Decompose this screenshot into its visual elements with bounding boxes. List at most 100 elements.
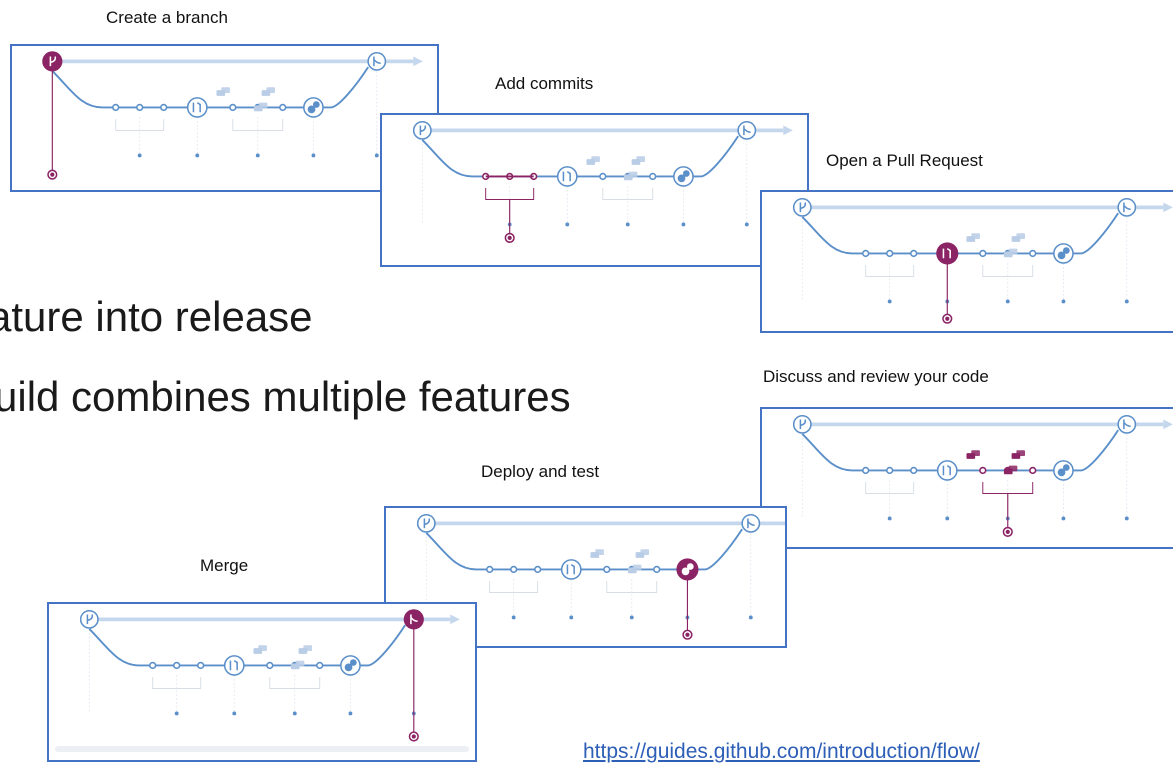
panel-add-commits xyxy=(380,113,809,267)
squirrel-tail xyxy=(349,659,357,666)
comment-icon xyxy=(253,102,268,112)
commit-node xyxy=(136,103,144,112)
pull-request-glyph xyxy=(229,660,238,671)
timeline-dot xyxy=(348,711,353,716)
comment-bubble-back xyxy=(595,549,604,556)
comment-bubble-back xyxy=(221,87,230,94)
step-label-deploy-test: Deploy and test xyxy=(481,462,600,481)
comment-bubble-back xyxy=(971,450,980,457)
highlight-target-dot xyxy=(685,632,690,637)
deploy-squirrel-icon xyxy=(303,97,324,118)
squirrel-tail xyxy=(682,170,690,177)
comment-bubble-back xyxy=(1016,233,1026,240)
timeline-dot xyxy=(748,615,753,620)
merge-glyph xyxy=(1123,419,1131,430)
deploy-squirrel-icon xyxy=(673,166,694,187)
step-label-discuss-review: Discuss and review your code xyxy=(763,367,989,386)
feature-branch-line xyxy=(801,429,1119,472)
branch-icon xyxy=(79,609,99,629)
branch-icon xyxy=(416,513,436,533)
pull-request-glyph xyxy=(942,465,951,476)
branch-glyph xyxy=(799,419,807,430)
branch-icon xyxy=(42,51,63,72)
commit-node xyxy=(862,249,870,258)
timeline-dot xyxy=(292,711,297,716)
panel-open-pull-request xyxy=(760,190,1173,333)
merge-glyph xyxy=(1123,202,1131,213)
timeline-dot xyxy=(255,153,260,158)
flow-diagram xyxy=(792,414,1173,537)
timeline-dot xyxy=(137,153,142,158)
comment-bubble-back xyxy=(258,645,267,652)
discussion-node xyxy=(649,172,657,181)
timeline-dot xyxy=(511,615,516,620)
commit-bracket xyxy=(865,264,915,277)
bullet-text-feature-into-release: ature into release xyxy=(0,293,313,340)
comment-bubble-back xyxy=(1008,465,1018,472)
timeline-dot xyxy=(1124,299,1129,304)
branch-icon xyxy=(412,120,432,140)
merge-glyph xyxy=(373,56,381,67)
discussion-bracket xyxy=(232,118,284,131)
comment-icon xyxy=(635,549,650,558)
pull-request-icon-bg xyxy=(936,460,958,481)
flow-diagram xyxy=(79,609,460,742)
pull-request-icon xyxy=(556,166,578,187)
timeline-dot xyxy=(569,615,574,620)
flow-diagram-scaled xyxy=(79,609,460,742)
squirrel-tail xyxy=(312,101,320,108)
pull-request-icon xyxy=(560,559,582,580)
rail-arrow xyxy=(450,614,460,625)
feature-branch-line xyxy=(425,528,743,571)
guide-link[interactable]: https://guides.github.com/introduction/f… xyxy=(583,740,980,763)
comment-bubble-back xyxy=(971,233,980,240)
panel-create-branch xyxy=(10,44,439,192)
flow-diagram xyxy=(42,51,423,180)
commit-node xyxy=(910,466,918,475)
highlight-target-dot xyxy=(50,172,55,177)
branch-icon xyxy=(792,197,812,217)
flow-diagram-scaled xyxy=(792,197,1173,324)
squirrel-body xyxy=(344,663,353,672)
comment-icon xyxy=(216,87,230,96)
commit-bracket xyxy=(489,580,539,593)
timeline-dot xyxy=(1124,516,1129,521)
feature-branch-line xyxy=(421,135,739,178)
step-label-create-branch: Create a branch xyxy=(106,8,228,27)
highlight-target-dot xyxy=(507,235,512,240)
horizontal-scrollbar[interactable] xyxy=(55,746,469,752)
branch-glyph xyxy=(86,614,94,625)
discussion-node xyxy=(266,661,274,670)
deploy-squirrel-icon xyxy=(1053,460,1074,481)
comment-bubble-back xyxy=(640,549,650,556)
discussion-node xyxy=(603,565,611,574)
pull-request-icon-bg xyxy=(186,97,208,118)
flow-diagram-scaled xyxy=(416,513,785,640)
pull-request-icon xyxy=(936,242,959,265)
timeline-dot xyxy=(311,153,316,158)
timeline-dot xyxy=(744,222,749,227)
timeline-dot xyxy=(1005,299,1010,304)
comment-icon xyxy=(1003,465,1018,475)
commit-node xyxy=(160,103,168,112)
commit-bracket xyxy=(115,118,165,131)
feature-branch-line xyxy=(88,624,406,667)
commit-node xyxy=(197,661,205,670)
branch-glyph xyxy=(49,56,57,67)
comment-icon xyxy=(1011,233,1026,242)
discussion-node xyxy=(279,103,287,112)
discussion-node xyxy=(653,565,661,574)
highlight-target-dot xyxy=(411,734,416,739)
discussion-node xyxy=(229,103,237,112)
branch-icon xyxy=(792,414,812,434)
pull-request-glyph xyxy=(942,248,951,259)
flow-diagram-scaled xyxy=(42,51,423,180)
timeline-dot xyxy=(945,516,950,521)
pull-request-icon xyxy=(223,655,245,676)
discussion-bracket xyxy=(602,187,654,200)
commit-node xyxy=(886,466,894,475)
merge-icon xyxy=(367,51,387,71)
timeline-dot xyxy=(195,153,200,158)
timeline-dot xyxy=(232,711,237,716)
timeline-dot xyxy=(629,615,634,620)
